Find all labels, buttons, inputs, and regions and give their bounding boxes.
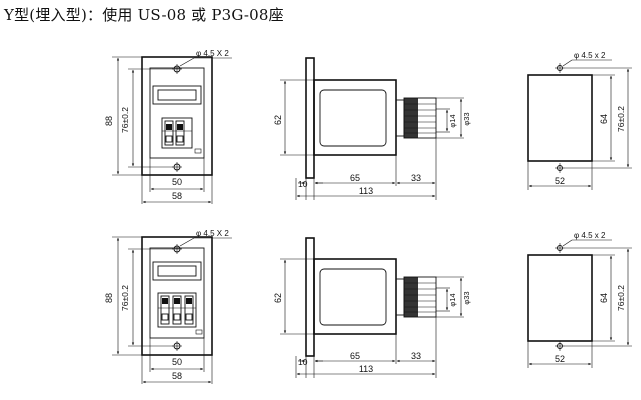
side-view-row1: 62 10 65 33 113 φ14 φ33 xyxy=(273,57,471,200)
dim-body-depth: 65 xyxy=(350,173,360,183)
front-bezel-outer xyxy=(141,56,213,176)
dim-hole-callout: φ 4.5 x 2 xyxy=(574,231,606,240)
panel-cutout-row1: 52 64 76±0.2 φ 4.5 x 2 xyxy=(527,51,632,190)
dim-height-inner: 76±0.2 xyxy=(120,107,130,133)
panel-flange xyxy=(305,57,315,179)
panel-cutout-row2: 52 64 76±0.2 φ 4.5 x 2 xyxy=(527,231,632,368)
dim-width-outer: 58 xyxy=(172,371,182,381)
dim-width-inner: 50 xyxy=(172,177,182,187)
dim-width-outer: 58 xyxy=(172,191,182,201)
thumbwheel-switches xyxy=(157,292,197,328)
dim-diameter-large: φ33 xyxy=(462,291,471,304)
dim-cutout-height: 64 xyxy=(599,293,609,303)
dim-total-depth: 113 xyxy=(359,186,373,196)
cutout-outline xyxy=(527,74,593,162)
dim-side-height: 62 xyxy=(273,115,283,125)
dim-total-depth: 113 xyxy=(359,364,373,374)
dim-panel: 10 xyxy=(298,357,308,367)
dim-width-inner: 50 xyxy=(172,357,182,367)
dim-body-depth: 65 xyxy=(350,351,360,361)
dim-cutout-width: 52 xyxy=(555,354,565,364)
thumbwheel-switches xyxy=(161,117,193,149)
dim-cutout-height: 64 xyxy=(599,114,609,124)
side-view-row2: 62 10 65 33 113 φ14 φ33 xyxy=(273,237,471,378)
dim-cutout-hole-pitch: 76±0.2 xyxy=(616,285,626,311)
front-view-row2: 88 76±0.2 50 58 φ 4.5 X 2 xyxy=(104,229,232,384)
dim-height-outer: 88 xyxy=(104,293,114,303)
front-bezel-outer xyxy=(141,236,213,356)
front-bezel-inner xyxy=(149,67,205,159)
dim-socket-depth: 33 xyxy=(411,173,421,183)
dim-diameter-small: φ14 xyxy=(448,114,457,127)
page-title: Y型(埋入型)：使用 US-08 或 P3G-08座 xyxy=(4,6,284,24)
dim-panel: 10 xyxy=(298,179,308,189)
display-window xyxy=(152,261,202,281)
body-housing xyxy=(313,79,397,156)
panel-flange xyxy=(305,237,315,357)
socket-body xyxy=(395,97,437,139)
dim-socket-depth: 33 xyxy=(411,351,421,361)
display-window xyxy=(152,85,202,105)
socket-body xyxy=(395,276,437,318)
dim-hole-callout: φ 4.5 X 2 xyxy=(196,49,229,58)
dim-side-height: 62 xyxy=(273,293,283,303)
dim-cutout-hole-pitch: 76±0.2 xyxy=(616,106,626,132)
dim-diameter-small: φ14 xyxy=(448,293,457,306)
dim-hole-callout: φ 4.5 x 2 xyxy=(574,51,606,60)
dim-diameter-large: φ33 xyxy=(462,112,471,125)
dim-height-inner: 76±0.2 xyxy=(120,285,130,311)
dim-hole-callout: φ 4.5 X 2 xyxy=(196,229,229,238)
body-housing xyxy=(313,258,397,335)
dim-cutout-width: 52 xyxy=(555,176,565,186)
cutout-outline xyxy=(527,254,593,342)
dim-height-outer: 88 xyxy=(104,116,114,126)
front-view-row1: 88 76±0.2 50 58 φ 4.5 X 2 xyxy=(104,49,232,204)
